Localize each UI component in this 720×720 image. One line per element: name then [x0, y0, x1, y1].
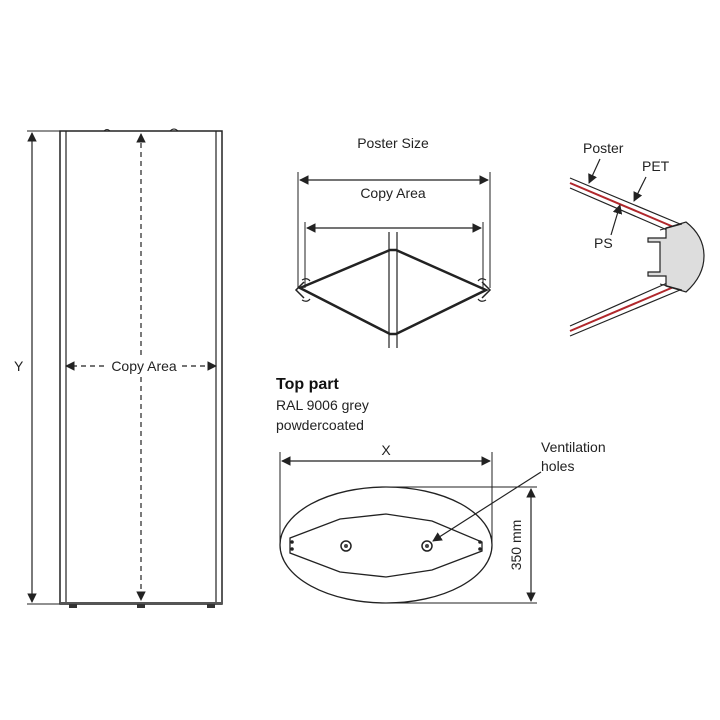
- left-end-cap: [294, 281, 305, 299]
- right-clip-bottom: [477, 298, 487, 302]
- ps-leader: [610, 204, 623, 236]
- lower-panel-outer: [569, 279, 675, 327]
- top-part-title: Top part: [276, 376, 339, 393]
- ventilation-hole-left-center: [344, 544, 348, 548]
- poster-size-label: Poster Size: [357, 135, 429, 151]
- top-part-ellipse: [279, 486, 493, 604]
- section-detail-drawing: Poster PET PS: [569, 140, 705, 337]
- top-part-finish-line2: powdercoated: [276, 417, 364, 433]
- right-clip-top: [477, 278, 487, 282]
- depth-dimension-label: 350 mm: [508, 520, 524, 571]
- ps-label: PS: [594, 235, 613, 251]
- upper-panel-red: [569, 182, 677, 229]
- ventilation-hole-right-center: [425, 544, 429, 548]
- ventilation-label-line2: holes: [541, 458, 574, 474]
- column-base: [60, 602, 222, 605]
- upper-panel-inner: [569, 187, 675, 234]
- column-foot-left: [69, 604, 77, 608]
- column-foot-mid: [137, 604, 145, 608]
- left-clip-bottom: [301, 298, 311, 302]
- top-view-diamond: [297, 248, 489, 336]
- pet-leader: [633, 176, 647, 202]
- copy-area-label-bg: [106, 356, 182, 376]
- end-profile-bracket-bottom: [659, 283, 683, 291]
- ventilation-label-line1: Ventilation: [541, 439, 606, 455]
- column-foot-right: [207, 604, 215, 608]
- y-dimension-label: Y: [14, 358, 24, 374]
- top-copy-area-label: Copy Area: [360, 185, 426, 201]
- column-copy-area-label: Copy Area: [111, 358, 177, 374]
- top-view-drawing: Poster Size Copy Area: [294, 135, 492, 348]
- left-fixing-hole-2: [290, 547, 294, 551]
- top-part-drawing: Top part RAL 9006 grey powdercoated X 35…: [276, 376, 606, 604]
- upper-panel-outer: [569, 177, 681, 225]
- poster-label: Poster: [583, 140, 624, 156]
- end-profile-bracket-top: [659, 223, 683, 231]
- right-fixing-hole-1: [478, 540, 482, 544]
- right-fixing-hole-2: [478, 547, 482, 551]
- x-dimension-label: X: [381, 442, 391, 458]
- left-clip-top: [301, 278, 311, 282]
- top-part-finish-line1: RAL 9006 grey: [276, 397, 369, 413]
- lower-panel-inner: [569, 289, 681, 337]
- column-drawing: Y Copy Area: [14, 128, 223, 608]
- lower-panel-red: [569, 285, 677, 332]
- pet-label: PET: [642, 158, 670, 174]
- right-end-cap: [481, 281, 492, 299]
- ventilation-leader: [432, 471, 542, 542]
- top-part-inner-plate: [289, 513, 483, 578]
- poster-leader: [588, 158, 601, 184]
- column-top-bumps: [103, 128, 179, 132]
- end-profile: [647, 221, 705, 293]
- left-fixing-hole-1: [290, 540, 294, 544]
